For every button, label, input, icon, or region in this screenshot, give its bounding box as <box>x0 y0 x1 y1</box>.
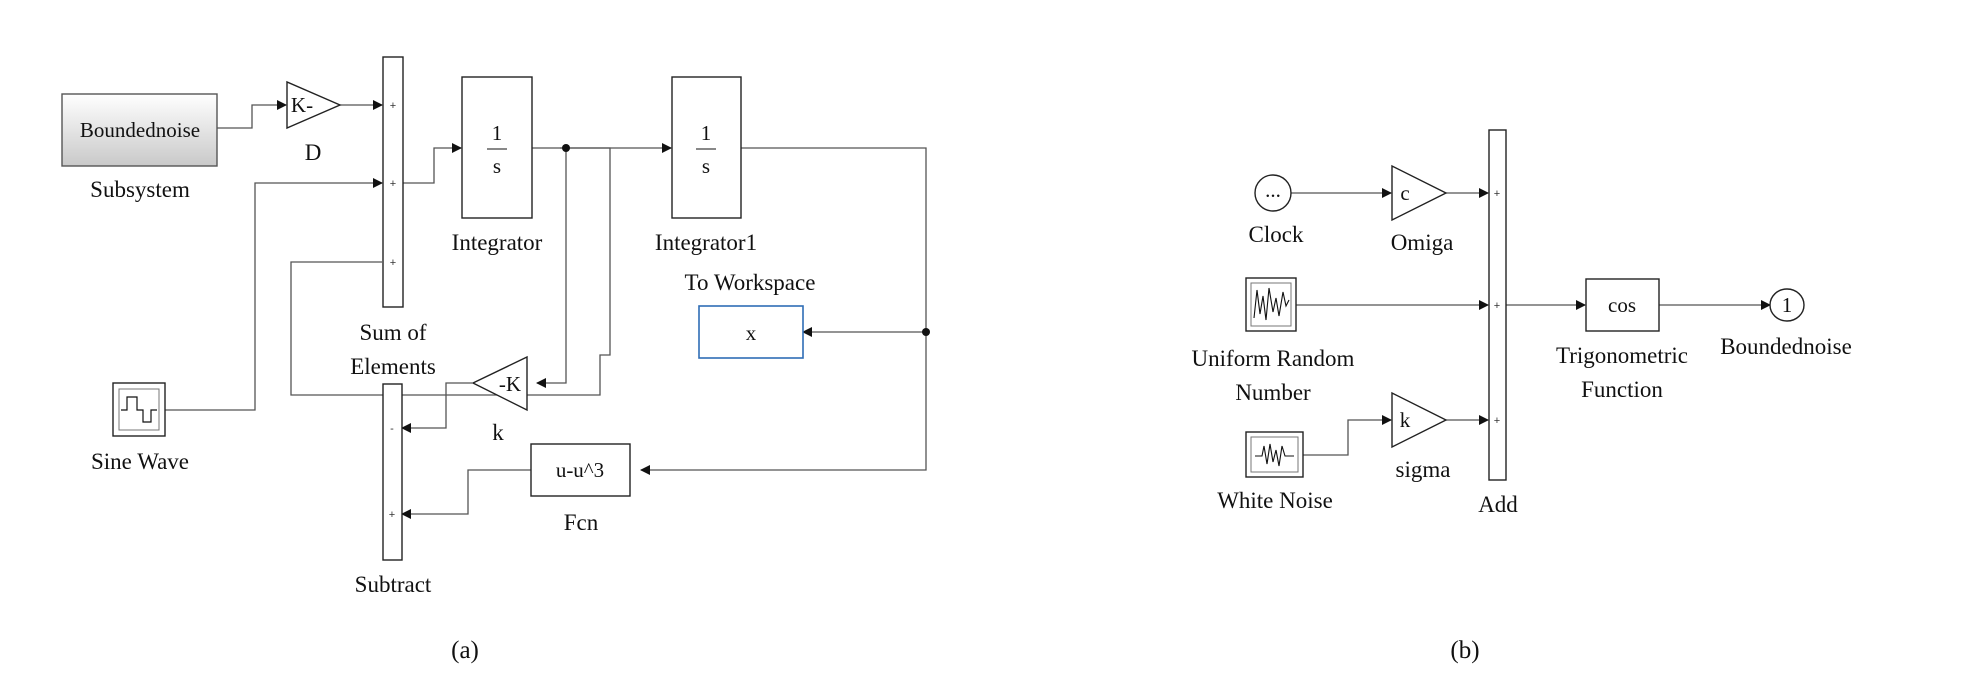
uniform-label-line1: Uniform Random <box>1192 346 1355 371</box>
branch-point <box>922 328 930 336</box>
subtract-sign-2: + <box>389 509 395 521</box>
caption-b: (b) <box>1450 637 1479 664</box>
subsystem-block[interactable]: Boundednoise <box>61 93 218 167</box>
gain-d-label: D <box>305 140 322 165</box>
white-noise-block[interactable] <box>1245 431 1304 478</box>
subtract-label: Subtract <box>355 572 432 597</box>
trig-label-line1: Trigonometric <box>1556 343 1688 368</box>
sigma-gain-block[interactable]: k <box>1391 391 1448 449</box>
omiga-gain-block[interactable]: c <box>1391 164 1448 222</box>
to-workspace-block[interactable]: x <box>698 305 804 359</box>
add-label: Add <box>1478 492 1518 517</box>
trig-text: cos <box>1608 293 1636 317</box>
outport-label: Boundednoise <box>1720 334 1852 359</box>
add-block[interactable]: + + + <box>1488 129 1507 481</box>
uniform-random-icon <box>1253 287 1290 321</box>
clock-label: Clock <box>1249 222 1304 247</box>
wires-panel-a <box>165 100 930 519</box>
gain-k-label: k <box>492 420 504 445</box>
fcn-text: u-u^3 <box>556 458 604 482</box>
add-sign-1: + <box>1494 188 1500 200</box>
sigma-label: sigma <box>1396 457 1451 482</box>
wire-integrator1-to-fcn <box>640 147 927 475</box>
integrator1-num: 1 <box>701 121 712 145</box>
sum-sign-1: + <box>390 100 396 112</box>
gain-d-block[interactable]: K- <box>286 80 342 130</box>
subtract-block[interactable]: - + <box>382 383 403 561</box>
trig-function-block[interactable]: cos <box>1585 278 1660 332</box>
fcn-label: Fcn <box>564 510 599 535</box>
integrator-den: s <box>493 154 501 178</box>
add-sign-2: + <box>1494 300 1500 312</box>
sigma-text: k <box>1400 408 1411 432</box>
clock-block[interactable]: ... <box>1254 174 1292 212</box>
wire-sum-to-integrator <box>403 143 462 184</box>
wire-sine-to-sum <box>165 178 383 411</box>
integrator1-block[interactable]: 1 s <box>671 76 742 219</box>
integrator-block[interactable]: 1 s <box>461 76 533 219</box>
fcn-block[interactable]: u-u^3 <box>530 443 631 497</box>
sum-sign-3: + <box>390 257 396 269</box>
integrator1-label: Integrator1 <box>655 230 757 255</box>
wire-white-noise-to-sigma <box>1303 415 1392 456</box>
sum-label-line1: Sum of <box>359 320 426 345</box>
outport-block[interactable]: 1 <box>1769 288 1805 322</box>
wire-fcn-to-subtract <box>401 469 531 519</box>
caption-a: (a) <box>451 637 479 664</box>
white-noise-icon <box>1255 443 1294 467</box>
sine-wave-label: Sine Wave <box>91 449 189 474</box>
clock-icon: ... <box>1265 178 1281 202</box>
trig-label-line2: Function <box>1581 377 1663 402</box>
add-sign-3: + <box>1494 415 1500 427</box>
sine-wave-icon <box>121 396 157 423</box>
to-workspace-text: x <box>746 321 757 345</box>
omiga-label: Omiga <box>1391 230 1454 255</box>
subsystem-label: Subsystem <box>90 177 190 202</box>
wire-branch-to-gain-k <box>536 148 567 388</box>
uniform-label-line2: Number <box>1235 380 1311 405</box>
wire-subsystem-to-gain-d <box>217 100 287 129</box>
integrator1-den: s <box>702 154 710 178</box>
panel-a: Boundednoise Subsystem K- D + + + Sum of… <box>61 56 930 664</box>
subtract-sign-1: - <box>390 423 394 435</box>
gain-k-text: -K <box>499 372 521 396</box>
subsystem-block-text: Boundednoise <box>80 118 200 142</box>
sine-wave-block[interactable] <box>112 382 166 437</box>
omiga-text: c <box>1400 181 1409 205</box>
gain-d-text: K- <box>291 93 313 117</box>
sum-of-elements-block[interactable]: + + + <box>382 56 404 308</box>
to-workspace-label: To Workspace <box>685 270 816 295</box>
white-noise-label: White Noise <box>1217 488 1333 513</box>
branch-point <box>562 144 570 152</box>
wires-panel-b <box>1291 188 1771 456</box>
integrator-label: Integrator <box>452 230 543 255</box>
wire-gain-k-to-subtract <box>401 382 472 433</box>
outport-number: 1 <box>1782 293 1793 317</box>
panel-b: ... Clock c Omiga Uniform Random Number … <box>1192 129 1852 664</box>
gain-k-block[interactable]: -K <box>471 355 528 412</box>
integrator-num: 1 <box>492 121 503 145</box>
uniform-random-block[interactable] <box>1245 277 1297 332</box>
sum-sign-2: + <box>390 178 396 190</box>
sum-label-line2: Elements <box>350 354 436 379</box>
wire-feedback-to-sum <box>290 147 611 396</box>
